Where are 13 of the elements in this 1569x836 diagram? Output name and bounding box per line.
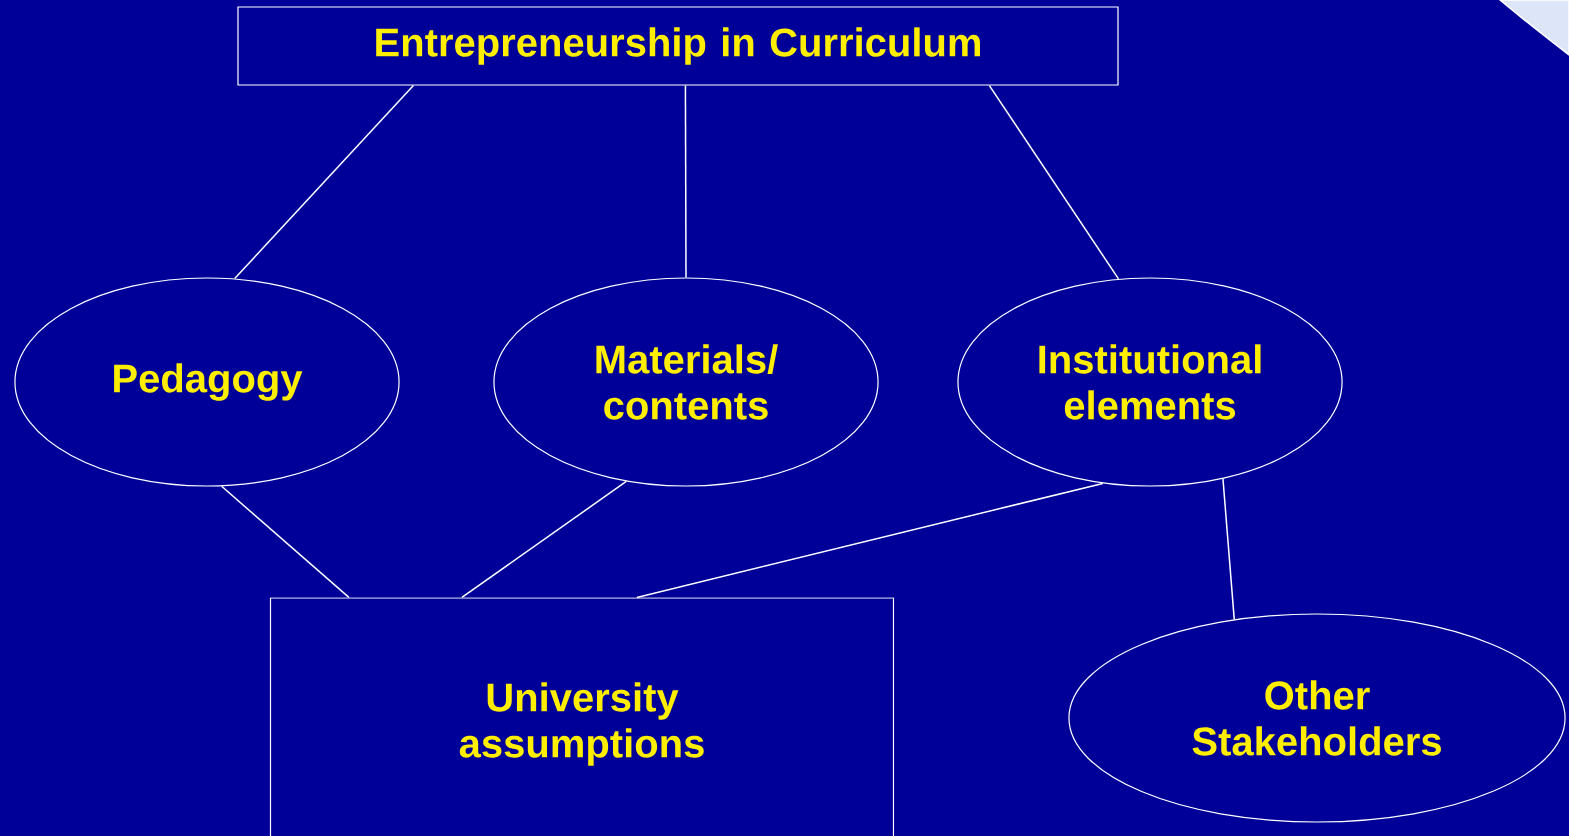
connector-line <box>684 84 687 279</box>
process-box: University assumptions <box>269 597 895 836</box>
process-box: Entrepreneurship in Curriculum <box>237 6 1119 86</box>
ellipse-node: Institutional elements <box>957 277 1343 487</box>
connector-line <box>220 485 350 599</box>
ellipse-node: Other Stakeholders <box>1068 613 1566 823</box>
connector-line <box>988 84 1120 280</box>
ellipse-node: Pedagogy <box>14 277 400 487</box>
ellipse-node: Materials/ contents <box>493 277 879 487</box>
connector-line <box>461 480 627 599</box>
connector-line <box>1222 478 1235 621</box>
connector-line <box>636 482 1104 599</box>
connector-line <box>234 84 415 280</box>
